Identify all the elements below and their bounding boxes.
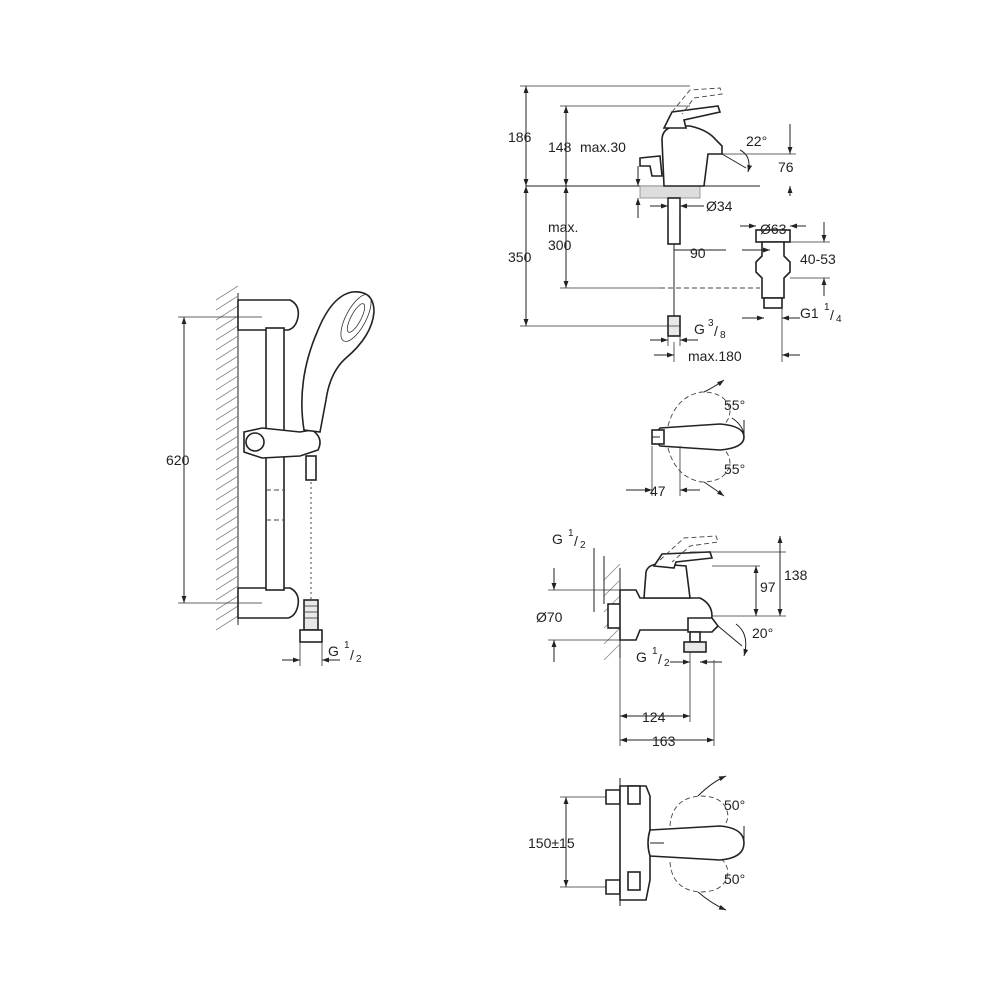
thread-inlet-sup: 3 [708, 318, 714, 329]
dim-350: 350 [508, 249, 532, 265]
dim-40-53: 40-53 [800, 251, 836, 267]
counter-top [639, 185, 701, 199]
bath-mixer-top [643, 563, 691, 599]
basin-mixer-lever [662, 105, 722, 129]
thread-waste-slash: / [830, 307, 834, 323]
basin-mixer-body [661, 125, 723, 187]
thread-bath-bottom-sup: 1 [652, 646, 658, 657]
dim-d70: Ø70 [536, 609, 563, 625]
dim-186: 186 [508, 129, 532, 145]
basin-mixer-drawing: 186 350 148 max. 300 max.30 22° 76 Ø34 9… [508, 85, 842, 364]
dim-22deg: 22° [746, 133, 767, 149]
dim-47: 47 [650, 483, 666, 499]
max-label: max. [548, 219, 578, 235]
bath-mixer-lever [652, 551, 714, 569]
dim-620: 620 [166, 452, 190, 468]
bath-top-lever [647, 825, 745, 861]
thread-bath-top: G [552, 531, 563, 547]
dim-163: 163 [652, 733, 676, 749]
shower-rail [265, 327, 285, 591]
dim-50-lower: 50° [724, 871, 745, 887]
thread-inlet-sub: 8 [720, 330, 726, 341]
hand-shower [301, 291, 375, 433]
thread-bath-top-sup: 1 [568, 528, 574, 539]
thread-inlet: G [694, 321, 705, 337]
thread-shower: G [328, 643, 339, 659]
dim-20deg: 20° [752, 625, 773, 641]
dim-124: 124 [642, 709, 666, 725]
dim-300: 300 [548, 237, 572, 253]
thread-inlet-slash: / [714, 323, 718, 339]
thread-bath-bottom: G [636, 649, 647, 665]
thread-bath-top-slash: / [574, 533, 578, 549]
wall-hatch [215, 285, 239, 631]
dim-d63: Ø63 [760, 221, 787, 237]
rail-bracket-bottom [237, 587, 300, 619]
thread-bath-top-sub: 2 [580, 540, 586, 551]
bath-spout [687, 617, 720, 633]
dim-max30: max.30 [580, 139, 626, 155]
dim-97: 97 [760, 579, 776, 595]
thread-waste-sub: 4 [836, 314, 842, 325]
dim-90: 90 [690, 245, 706, 261]
thread-shower-slash: / [350, 647, 354, 663]
dim-150: 150±15 [528, 835, 575, 851]
dim-138: 138 [784, 567, 808, 583]
basin-top-lever [655, 423, 745, 451]
dim-76: 76 [778, 159, 794, 175]
thread-waste: G1 [800, 305, 819, 321]
dim-55-lower: 55° [724, 461, 745, 477]
dim-50-upper: 50° [724, 797, 745, 813]
bath-mixer-drawing: G 1 / 2 Ø70 97 138 20° G 1 / 2 124 [536, 528, 808, 749]
thread-shower-sub: 2 [356, 654, 362, 665]
bath-top-view: 50° 50° 150±15 [528, 775, 745, 911]
thread-bath-bottom-slash: / [658, 651, 662, 667]
thread-waste-sup: 1 [824, 302, 830, 313]
dim-55-upper: 55° [724, 397, 745, 413]
basin-top-view: 55° 55° 47 [626, 379, 745, 499]
thread-shower-sup: 1 [344, 640, 350, 651]
dim-148: 148 [548, 139, 572, 155]
dim-max180: max.180 [688, 348, 742, 364]
shower-set-drawing: 620 G 1 / 2 [166, 285, 375, 666]
hose-connector [303, 599, 319, 631]
thread-bath-bottom-sub: 2 [664, 658, 670, 669]
rail-bracket-top [237, 299, 300, 331]
dim-d34: Ø34 [706, 198, 733, 214]
